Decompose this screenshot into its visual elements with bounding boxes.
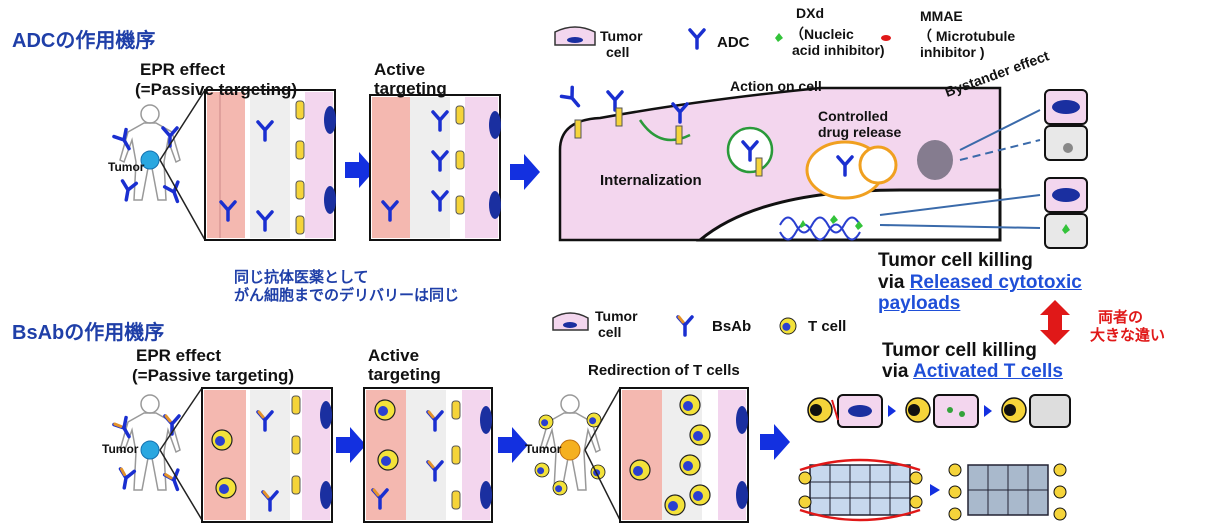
controlled-release-label-1: Controlled (818, 108, 888, 124)
bsab-epr-label-2: (=Passive targeting) (132, 366, 295, 385)
adc-active-label-2: targeting (374, 79, 447, 98)
adc-legend-adc: ADC (717, 34, 750, 51)
bsab-active-label-2: targeting (368, 365, 441, 384)
adc-legend-icons (554, 26, 891, 50)
bsab-tumor-label-2: Tumor (525, 442, 562, 456)
bsab-legend-bsab: BsAb (712, 318, 752, 335)
activated-tcells-link[interactable]: Activated T cells (913, 361, 1063, 382)
bsab-active-panel (363, 387, 493, 523)
bsab-legend-tumor-2: cell (598, 324, 622, 340)
payloads-link[interactable]: payloads (878, 293, 961, 314)
bsab-header: BsAbの作用機序 (12, 322, 165, 344)
difference-note-1: 両者の (1098, 309, 1144, 326)
redirection-label: Redirection of T cells (588, 362, 740, 379)
adc-legend-dxd-2: （Nucleic (790, 26, 854, 42)
bsab-epr-panel (201, 387, 333, 523)
bsab-redirection-panel (619, 387, 749, 523)
adc-killing-title: Tumor cell killing (878, 250, 1033, 271)
adc-legend-mmae-2: （ Microtubule (918, 28, 1016, 44)
tumor-mass-killing (798, 458, 1067, 522)
adc-header: ADCの作用機序 (12, 30, 156, 52)
adc-legend-mmae-3: inhibitor ) (920, 44, 985, 60)
bystander-cells (879, 89, 1088, 249)
released-payloads-link[interactable]: Released cytotoxic (909, 272, 1082, 293)
bsab-killing-via: via Activated T cells (882, 361, 1063, 382)
action-on-cell-label: Action on cell (730, 78, 822, 94)
bsab-epr-label-1: EPR effect (136, 346, 222, 365)
internalization-label: Internalization (600, 172, 702, 189)
bsab-body-figure (112, 394, 186, 494)
bsab-legend-tumor-1: Tumor (595, 308, 638, 324)
adc-legend-dxd-1: DXd (796, 5, 824, 21)
middle-note-1: 同じ抗体医薬として (234, 269, 369, 286)
adc-killing-via: via Released cytotoxic (878, 272, 1082, 293)
adc-epr-label-1: EPR effect (140, 60, 226, 79)
adc-tumor-label: Tumor (108, 160, 145, 174)
bsab-legend-icons (552, 312, 797, 337)
bsab-killing-title: Tumor cell killing (882, 340, 1037, 361)
adc-legend-tumor-1: Tumor (600, 28, 643, 44)
difference-note-2: 大きな違い (1090, 327, 1166, 344)
bsab-active-label-1: Active (368, 346, 420, 365)
adc-epr-panel (204, 89, 336, 241)
bsab-tumor-label: Tumor (102, 442, 139, 456)
middle-note-2: がん細胞までのデリバリーは同じ (234, 287, 460, 304)
bsab-legend-tcell: T cell (808, 318, 847, 335)
adc-active-panel (369, 94, 501, 241)
adc-cell-illustration (558, 85, 1002, 242)
difference-arrow-icon (1040, 300, 1070, 345)
adc-active-label-1: Active (374, 60, 426, 79)
adc-body-figure (112, 104, 186, 206)
adc-legend-tumor-2: cell (606, 44, 630, 60)
adc-legend-mmae-1: MMAE (920, 8, 963, 24)
adc-legend-dxd-3: acid inhibitor) (792, 42, 885, 58)
bsab-body-figure-2 (534, 394, 606, 496)
controlled-release-label-2: drug release (818, 124, 902, 140)
adc-epr-label-2: (=Passive targeting) (135, 80, 298, 99)
tcell-killing-sequence (807, 394, 1071, 428)
